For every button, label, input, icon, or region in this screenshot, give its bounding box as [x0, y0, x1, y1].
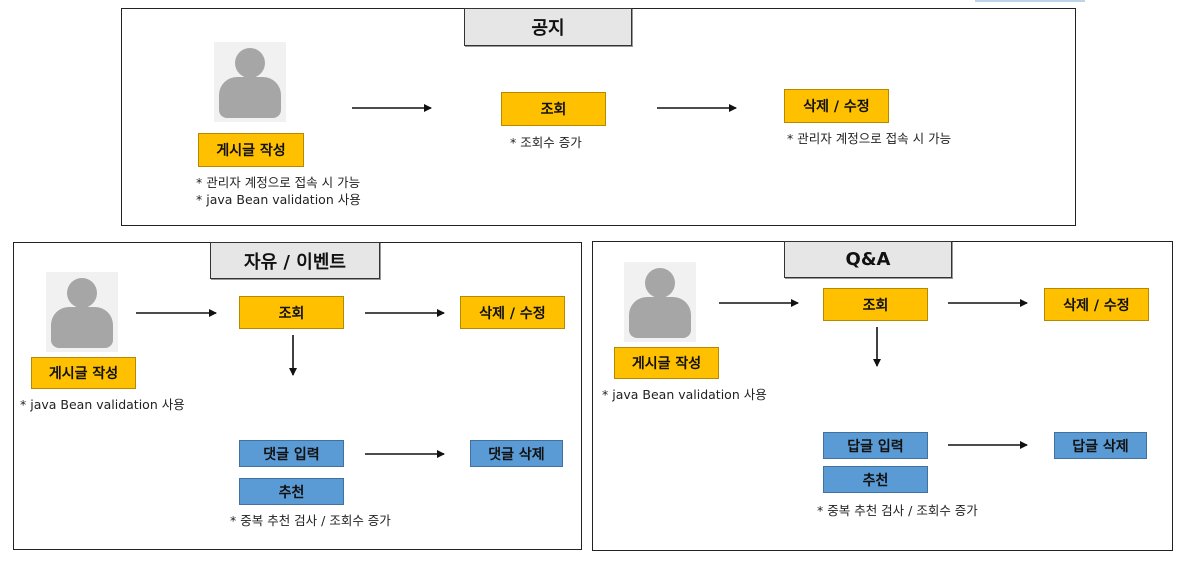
user-body	[51, 307, 113, 348]
notice-write-box: 게시글 작성	[198, 133, 304, 167]
free-title: 자유 / 이벤트	[210, 242, 380, 279]
notice-view-note: * 조회수 증가	[510, 135, 582, 150]
free-recommend-box: 추천	[239, 478, 344, 505]
user-body	[219, 77, 281, 118]
qa-user-icon	[624, 262, 696, 342]
qa-reply-input-box: 답글 입력	[823, 432, 928, 459]
notice-edit-note: * 관리자 계정으로 접속 시 가능	[787, 131, 952, 146]
free-view-box: 조회	[239, 296, 344, 329]
qa-edit-box: 삭제 / 수정	[1044, 288, 1149, 321]
qa-view-box: 조회	[823, 288, 928, 321]
qa-write-note: * java Bean validation 사용	[602, 387, 767, 402]
free-edit-box: 삭제 / 수정	[460, 296, 565, 329]
notice-edit-box: 삭제 / 수정	[784, 89, 889, 123]
free-comment-input-box: 댓글 입력	[239, 440, 344, 467]
qa-reply-delete-box: 답글 삭제	[1054, 432, 1147, 459]
notice-write-note-1: * 관리자 계정으로 접속 시 가능	[196, 175, 361, 190]
user-head	[67, 278, 97, 308]
user-head	[645, 268, 675, 298]
user-head	[235, 48, 265, 78]
free-comment-delete-box: 댓글 삭제	[470, 440, 563, 467]
free-user-icon	[46, 272, 118, 352]
free-write-box: 게시글 작성	[31, 357, 136, 389]
qa-title: Q&A	[784, 241, 952, 278]
notice-view-box: 조회	[501, 92, 606, 126]
notice-user-icon	[214, 42, 286, 122]
notice-title: 공지	[464, 8, 632, 46]
free-bottom-note: * 중복 추천 검사 / 조회수 증가	[230, 513, 391, 528]
free-write-note: * java Bean validation 사용	[20, 397, 185, 412]
qa-recommend-box: 추천	[823, 466, 928, 493]
notice-write-note-2: * java Bean validation 사용	[196, 192, 361, 207]
user-body	[629, 297, 691, 338]
qa-write-box: 게시글 작성	[614, 347, 719, 379]
qa-bottom-note: * 중복 추천 검사 / 조회수 증가	[817, 503, 978, 518]
top-accent-line	[975, 0, 1085, 2]
